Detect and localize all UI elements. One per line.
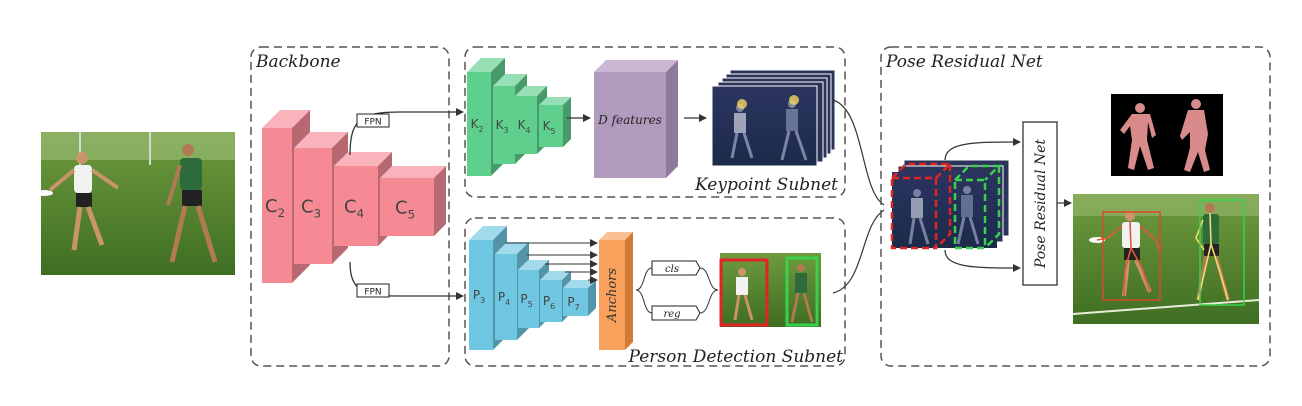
backbone-block-c5: C5: [380, 166, 446, 236]
pyramid-to-anchors-arrows: [505, 239, 598, 284]
keypoint-subnet-title: Keypoint Subnet: [694, 175, 838, 195]
final-pose-image: [1072, 194, 1260, 324]
cls-label: cls: [665, 264, 679, 275]
pose-residual-net-panel: Pose Residual Net: [880, 46, 1271, 367]
input-photo: [35, 132, 235, 275]
backbone-title: Backbone: [255, 52, 341, 72]
subnet-to-prn-connectors: [832, 99, 885, 294]
d-features-label: D features: [597, 113, 662, 127]
keypoint-block-k5: K5: [539, 97, 571, 147]
d-features-block: D features: [594, 60, 678, 178]
person-detection-subnet-title: Person Detection Subnet: [628, 347, 844, 367]
detection-block-p7: P7: [563, 280, 596, 316]
fpn-label-bottom: FPN: [364, 288, 381, 298]
reg-label: reg: [663, 309, 680, 320]
prn-block: Pose Residual Net: [1022, 121, 1058, 286]
anchors-block: Anchors: [599, 232, 633, 350]
cropped-feature-cube: [890, 159, 1010, 250]
fpn-connectors: FPN FPN: [349, 108, 464, 300]
anchors-label: Anchors: [605, 268, 620, 323]
fpn-label-top: FPN: [364, 118, 381, 128]
detection-output-image: [719, 253, 821, 327]
prn-title: Pose Residual Net: [885, 52, 1043, 72]
cls-reg-branches: cls reg: [635, 260, 719, 321]
pose-mask-image: [1111, 94, 1223, 176]
prn-block-label: Pose Residual Net: [1033, 139, 1049, 269]
keypoint-heatmap-stack: [711, 69, 836, 167]
